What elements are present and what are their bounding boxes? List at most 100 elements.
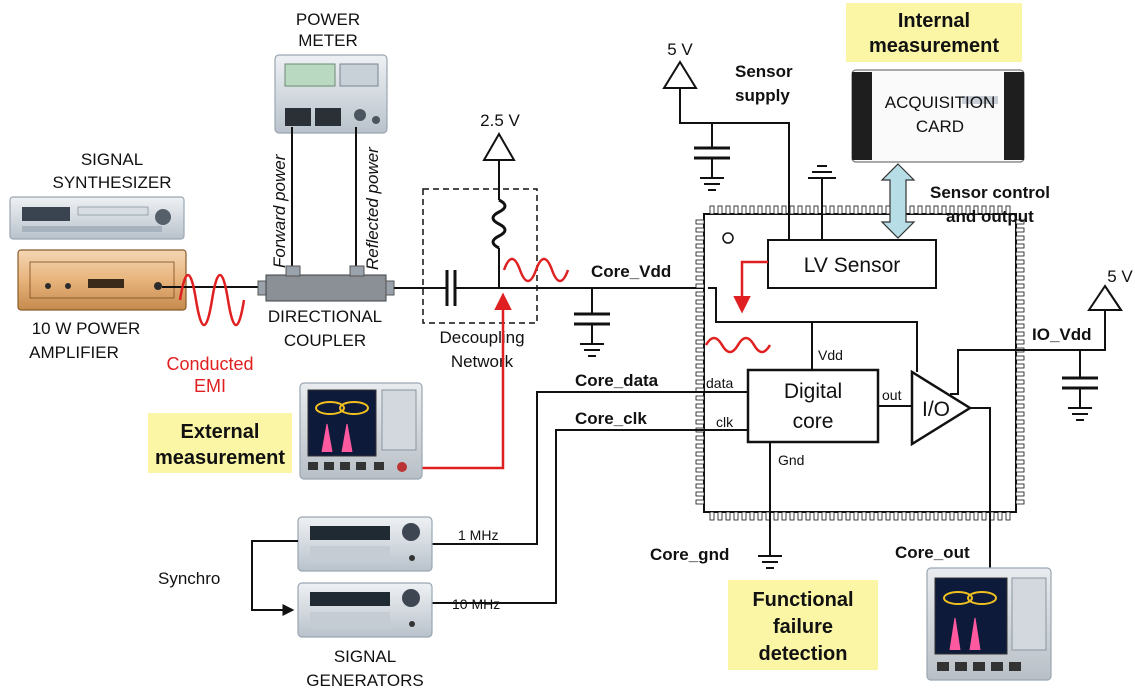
ic-pin (837, 205, 843, 215)
ic-pin (695, 299, 705, 305)
ic-pin (1015, 331, 1025, 337)
io-vdd-label: IO_Vdd (1032, 325, 1092, 344)
ic-pin (1015, 379, 1025, 385)
ic-pin (1015, 395, 1025, 401)
ic-pin (695, 291, 705, 297)
ic-pin (695, 483, 705, 489)
ic-pin (773, 511, 779, 521)
ic-pin (1015, 283, 1025, 289)
ic-pin (695, 307, 705, 313)
ic-pin (1015, 451, 1025, 457)
ic-pin (695, 379, 705, 385)
ic-pin (973, 511, 979, 521)
ic-pin1-marker (722, 232, 734, 244)
ic-pin (893, 511, 899, 521)
ic-pin (933, 511, 939, 521)
directional-coupler-device (265, 274, 387, 302)
ic-pin (1015, 427, 1025, 433)
ic-pin (1015, 243, 1025, 249)
ic-pin (695, 371, 705, 377)
ic-pin (989, 205, 995, 215)
ic-pin (997, 205, 1003, 215)
io-buffer (910, 369, 973, 447)
signal-generator-1mhz (297, 516, 433, 572)
ic-pin (1015, 259, 1025, 265)
ic-pin (695, 243, 705, 249)
ic-pin (829, 511, 835, 521)
ic-pin (695, 267, 705, 273)
ic-pin (695, 459, 705, 465)
clk-pin-label: clk (716, 414, 734, 430)
ic-pin (789, 511, 795, 521)
ic-pin (885, 511, 891, 521)
core-clk-label: Core_clk (575, 409, 647, 428)
ic-pin (981, 511, 987, 521)
lv-sensor-label: LV Sensor (804, 254, 901, 277)
ic-pin (725, 205, 731, 215)
ic-pin (1015, 443, 1025, 449)
coupler-label-2: COUPLER (284, 331, 366, 350)
sensor-supply-label-1: Sensor (735, 62, 793, 81)
io-label: I/O (922, 398, 950, 421)
decoupling-label-2: Network (451, 352, 514, 371)
signal-synth-label-2: SYNTHESIZER (52, 173, 171, 192)
ic-pin (773, 205, 779, 215)
ic-pin (709, 511, 715, 521)
ic-pin (695, 251, 705, 257)
power-meter-display (284, 63, 336, 87)
inductor-coil (491, 198, 507, 250)
vdd-pin-label: Vdd (818, 347, 843, 363)
signal-generator-10mhz (297, 582, 433, 638)
data-pin-label: data (706, 375, 733, 391)
ic-pin (1015, 227, 1025, 233)
ic-pin (1015, 475, 1025, 481)
ic-pin (695, 395, 705, 401)
core-out-line (970, 407, 991, 598)
external-measurement-label-2: measurement (155, 447, 285, 469)
ic-pin (725, 511, 731, 521)
ic-pin (1015, 355, 1025, 361)
external-measurement-callout (148, 413, 292, 473)
sensor-control-label-1: Sensor control (930, 183, 1050, 202)
ic-pin (1015, 251, 1025, 257)
core-vdd-label: Core_Vdd (591, 262, 671, 281)
synchro-bracket (251, 540, 298, 616)
ic-pin (925, 205, 931, 215)
ic-pin (957, 205, 963, 215)
output-oscilloscope (926, 567, 1052, 681)
ic-pin (695, 403, 705, 409)
ic-pin (709, 205, 715, 215)
ic-pin (917, 511, 923, 521)
power-meter-label-2: METER (298, 31, 358, 50)
ic-pin (925, 511, 931, 521)
acquisition-card-device (851, 69, 1025, 163)
sensor-control-arrow (880, 163, 916, 239)
ic-pin (853, 511, 859, 521)
ic-pin (965, 511, 971, 521)
internal-emi-wave (704, 336, 772, 354)
ic-pin (829, 205, 835, 215)
ic-pin (813, 205, 819, 215)
ic-pin (941, 205, 947, 215)
ic-pin (805, 511, 811, 521)
ic-pin (695, 347, 705, 353)
signal-generators-label-2: GENERATORS (306, 671, 423, 690)
ic-pin (941, 511, 947, 521)
conducted-emi-label-1: Conducted (166, 354, 253, 374)
ic-pin (749, 205, 755, 215)
supply-5v-right-triangle (1087, 284, 1123, 311)
acquisition-card: ACQUISITION CARD (851, 69, 1025, 163)
external-measurement-label-1: External (181, 421, 260, 443)
external-probe-cable (402, 292, 512, 470)
acquisition-card-label-1: ACQUISITION (885, 93, 996, 112)
internal-measurement-label-1: Internal (898, 10, 970, 32)
functional-failure-label-1: Functional (752, 589, 853, 611)
ic-pin (877, 205, 883, 215)
ic-pin (797, 205, 803, 215)
ic-pin (1015, 467, 1025, 473)
directional-coupler: DIRECTIONAL COUPLER (257, 265, 395, 350)
coupler-label-1: DIRECTIONAL (268, 307, 382, 326)
ic-pin (695, 363, 705, 369)
acquisition-card-label-2: CARD (916, 117, 964, 136)
